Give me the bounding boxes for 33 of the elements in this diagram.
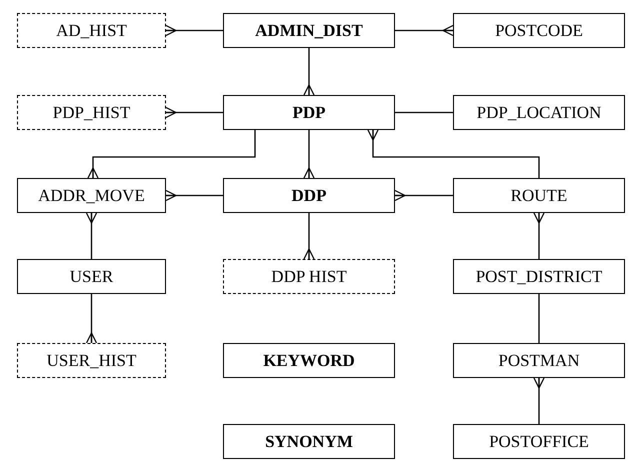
entity-box: POSTCODE <box>453 13 625 48</box>
entity-box: SYNONYM <box>223 424 395 459</box>
entity-box: KEYWORD <box>223 343 395 378</box>
crows-foot-connector <box>533 212 545 259</box>
crows-foot-connector <box>395 24 454 36</box>
entity-box: USER <box>17 259 166 294</box>
crows-foot-connector <box>87 130 256 179</box>
crows-foot-connector <box>303 213 315 260</box>
crows-foot-connector <box>86 294 98 344</box>
entity-box: PDP <box>223 95 395 130</box>
history-entity-box: PDP_HIST <box>17 95 166 130</box>
connector-line <box>395 112 453 114</box>
entity-box: PDP_LOCATION <box>453 95 625 130</box>
entity-box: ROUTE <box>453 178 625 213</box>
entity-box: ADDR_MOVE <box>17 178 166 213</box>
connector-line <box>538 294 540 343</box>
crows-foot-connector <box>533 377 545 424</box>
crows-foot-connector <box>303 130 315 179</box>
history-entity-box: DDP HIST <box>223 259 395 294</box>
entity-box: POSTOFFICE <box>453 424 625 459</box>
crows-foot-connector <box>165 24 223 36</box>
crows-foot-connector <box>165 190 223 202</box>
entity-box: ADMIN_DIST <box>223 13 395 48</box>
crows-foot-connector <box>303 48 315 96</box>
entity-box: DDP <box>223 178 395 213</box>
entity-box: POST_DISTRICT <box>453 259 625 294</box>
crows-foot-connector <box>367 129 540 178</box>
entity-box: POSTMAN <box>453 343 625 378</box>
history-entity-box: USER_HIST <box>17 343 166 378</box>
history-entity-box: AD_HIST <box>17 13 166 48</box>
crows-foot-connector <box>394 190 453 202</box>
crows-foot-connector <box>165 106 223 118</box>
crows-foot-connector <box>86 212 98 259</box>
